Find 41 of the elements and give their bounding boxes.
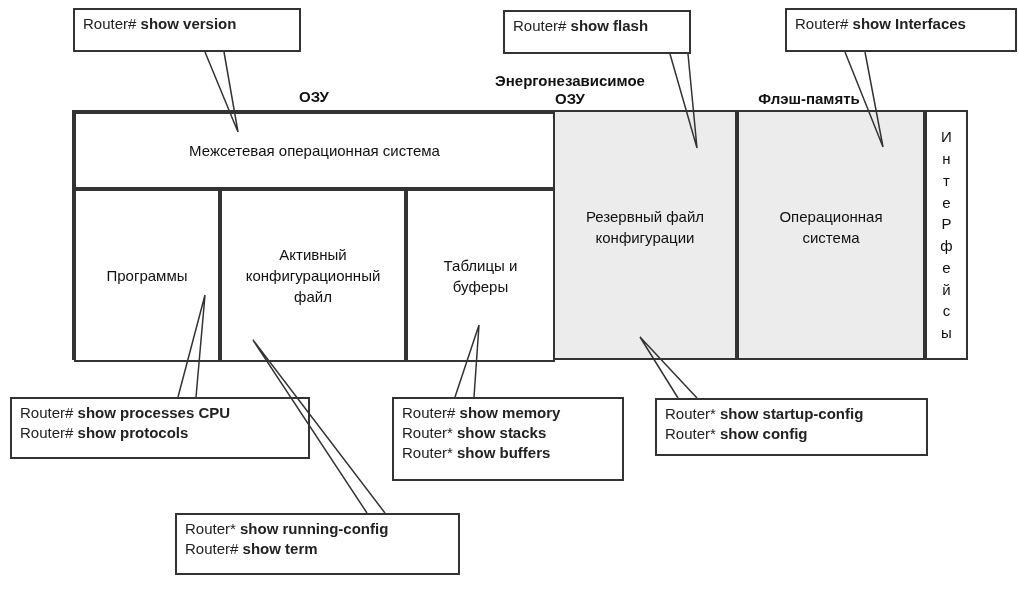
command-line: Router# show version [83, 14, 238, 34]
command-callout [392, 397, 624, 481]
command-callout [785, 8, 1017, 52]
command-callout [655, 398, 928, 456]
memory-section [220, 189, 406, 362]
command-callout [73, 8, 301, 52]
command-line: Router* show buffers [402, 443, 552, 463]
section-label: Программы [106, 266, 188, 286]
leader-line [204, 51, 239, 133]
section-label: Межсетевая операционная система [189, 141, 440, 161]
memory-heading: ОЗУ [298, 87, 330, 107]
command-callout [175, 513, 460, 575]
leader-line [639, 336, 698, 399]
command-line: Router* show config [665, 424, 809, 444]
section-label: Операционная система [778, 207, 884, 248]
leader-line [177, 294, 206, 398]
command-callout [503, 10, 691, 54]
command-line: Router# show memory [402, 403, 562, 423]
memory-heading: Энергонезависимое ОЗУ [495, 72, 645, 108]
leader-line [844, 51, 884, 148]
leader-line [454, 324, 480, 398]
command-line: Router# show flash [513, 16, 650, 36]
command-callout [10, 397, 310, 459]
memory-section [925, 110, 968, 360]
command-line: Router# show protocols [20, 423, 190, 443]
section-label: Активный конфигурационный файл [244, 245, 382, 307]
command-line: Router# show Interfaces [795, 14, 967, 34]
section-label: Таблицы и буферы [442, 255, 519, 297]
memory-section [74, 189, 220, 362]
command-line: Router# show processes CPU [20, 403, 232, 423]
command-line: Router* show startup-config [665, 404, 865, 424]
command-line: Router* show stacks [402, 423, 548, 443]
section-label: Резервный файл конфигурации [584, 207, 706, 248]
command-line: Router* show running-config [185, 519, 390, 539]
command-line: Router# show term [185, 539, 319, 559]
section-label: ИнтеРфейсы [939, 127, 954, 343]
memory-heading: Флэш-память [757, 90, 861, 108]
memory-section [74, 112, 555, 189]
leader-line [252, 339, 386, 514]
leader-line [669, 53, 698, 149]
memory-section [406, 189, 555, 362]
